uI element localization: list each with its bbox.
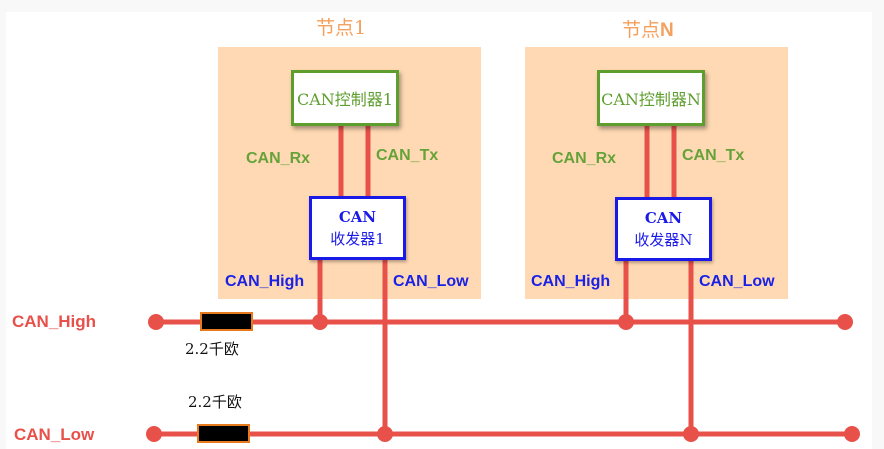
can-low-bus-label: CAN_Low [14,425,95,444]
node-n-can-controller: CAN控制器N [597,70,705,126]
node-1-tx-label: CAN_Tx [376,147,439,164]
node-1-low-junction [377,426,393,442]
node-n-low-label: CAN_Low [699,273,775,290]
can-low-right-terminal [844,426,860,442]
node-1-low-label: CAN_Low [393,273,469,290]
can-low-left-terminal [146,426,162,442]
node-n-controller-label: CAN控制器N [601,90,701,109]
node-1-high-junction [312,314,328,330]
node-n-rx-label: CAN_Rx [552,150,617,167]
can-high-right-terminal [837,314,853,330]
node-n-title: 节点N [622,19,674,41]
node-1-transceiver-line2: 收发器1 [330,230,385,248]
node-1-rx-label: CAN_Rx [246,150,311,167]
can-high-resistor [200,312,253,331]
node-n-high-label: CAN_High [531,273,611,290]
node-n-transceiver-line2: 收发器N [634,231,693,249]
node-n-high-junction [618,314,634,330]
node-1-title-prefix: 节点 [316,17,355,39]
node-n-can-transceiver: CAN 收发器N [615,197,712,261]
node-n-title-suffix: N [660,20,674,41]
node-1-can-controller: CAN控制器1 [291,70,399,126]
node-n-low-junction [683,426,699,442]
can-low-resistor-label: 2.2千欧 [188,393,242,411]
node-1-transceiver-line1: CAN [338,208,377,226]
node-n-title-prefix: 节点 [622,19,661,41]
node-1-can-transceiver: CAN 收发器1 [309,196,406,260]
can-high-left-terminal [148,314,164,330]
node-1-title-suffix: 1 [354,17,367,39]
can-low-resistor [197,424,250,443]
node-n-transceiver-line1: CAN [644,209,683,227]
node-1-title: 节点1 [316,19,366,38]
node-n-tx-label: CAN_Tx [682,147,745,164]
node-1-controller-label: CAN控制器1 [297,90,393,109]
can-high-resistor-label: 2.2千欧 [185,340,239,358]
node-1-high-label: CAN_High [225,273,305,290]
can-high-bus-label: CAN_High [12,312,97,331]
